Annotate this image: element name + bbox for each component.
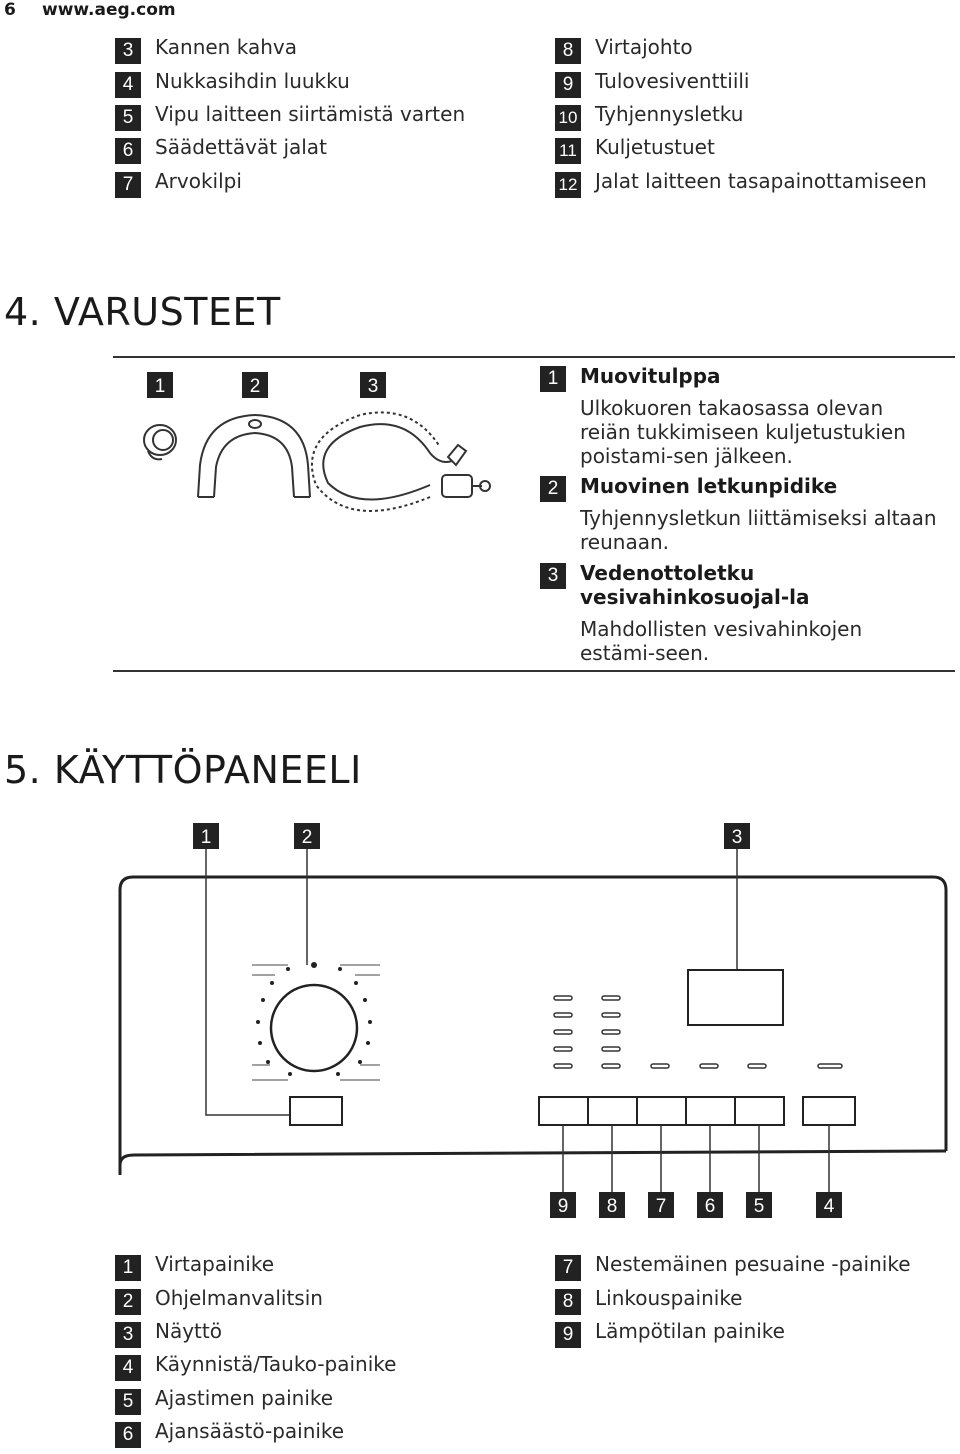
list-item-label: Nukkasihdin luukku [155, 69, 350, 93]
section-title-accessories: 4. VARUSTEET [4, 290, 281, 334]
panel-outline [118, 875, 948, 1175]
number-badge: 6 [115, 138, 141, 164]
number-badge: 3 [540, 563, 566, 589]
callout-label: 4 [824, 1196, 835, 1217]
display-screen [687, 969, 784, 1026]
list-item-label: Lämpötilan painike [595, 1319, 785, 1343]
list-item-label: Ohjelmanvalitsin [155, 1286, 323, 1310]
number-badge: 5 [115, 105, 141, 131]
list-item-label: Käynnistä/Tauko-painike [155, 1352, 397, 1376]
callout-label: 1 [201, 827, 212, 848]
list-item-label: Ajastimen painike [155, 1386, 334, 1410]
hose-holder-icon [197, 413, 311, 498]
program-selector-knob[interactable] [252, 962, 380, 1081]
callout-label: 6 [705, 1196, 716, 1217]
list-item-label: Nestemäinen pesuaine -painike [595, 1252, 911, 1276]
temperature-button[interactable] [538, 1096, 589, 1126]
number-badge: 3 [115, 1322, 141, 1348]
list-item-label: Arvokilpi [155, 169, 242, 193]
callout-label: 9 [558, 1196, 569, 1217]
start-pause-button[interactable] [802, 1096, 856, 1126]
section-divider [113, 670, 955, 672]
indicator-lights [553, 995, 843, 1069]
list-item-label: Tulovesiventtiili [595, 69, 750, 93]
figure-label: 3 [368, 376, 379, 397]
section-divider [113, 356, 955, 358]
list-item-label: Ajansäästö-painike [155, 1419, 345, 1443]
accessory-title: Muovinen letkunpidike [580, 474, 838, 498]
number-badge: 3 [115, 38, 141, 64]
list-item-label: Linkouspainike [595, 1286, 743, 1310]
inlet-hose-icon [311, 411, 491, 512]
figure-label: 2 [250, 376, 261, 397]
number-badge: 9 [555, 1322, 581, 1348]
list-item-label: Näyttö [155, 1319, 222, 1343]
callout-label: 3 [732, 827, 743, 848]
accessory-description: Ulkokuoren takaosassa olevan reiän tukki… [580, 396, 906, 468]
number-badge: 12 [555, 172, 581, 198]
time-save-button[interactable] [685, 1096, 736, 1126]
callout-label: 8 [607, 1196, 618, 1217]
list-item-label: Kannen kahva [155, 35, 297, 59]
accessory-title: Vedenottoletku vesivahinkosuojal-la [580, 561, 810, 609]
number-badge: 11 [555, 138, 581, 164]
number-badge: 7 [115, 172, 141, 198]
number-badge: 1 [115, 1255, 141, 1281]
header-url[interactable]: www.aeg.com [42, 0, 176, 20]
number-badge: 4 [115, 1355, 141, 1381]
list-item-label: Säädettävät jalat [155, 135, 327, 159]
liquid-detergent-button[interactable] [636, 1096, 687, 1126]
number-badge: 2 [115, 1289, 141, 1315]
number-badge: 2 [540, 476, 566, 502]
list-item-label: Kuljetustuet [595, 135, 715, 159]
callout-label: 2 [302, 827, 313, 848]
list-item-label: Virtapainike [155, 1252, 275, 1276]
number-badge: 4 [115, 72, 141, 98]
section-title-control-panel: 5. KÄYTTÖPANEELI [4, 748, 362, 792]
callout-label: 7 [656, 1196, 667, 1217]
accessory-title: Muovitulppa [580, 364, 721, 388]
number-badge: 8 [555, 38, 581, 64]
callout-label: 5 [754, 1196, 765, 1217]
list-item-label: Vipu laitteen siirtämistä varten [155, 102, 466, 126]
spin-button[interactable] [587, 1096, 638, 1126]
number-badge: 6 [115, 1422, 141, 1448]
delay-start-button[interactable] [734, 1096, 785, 1126]
accessory-description: Mahdollisten vesivahinkojen estämi-seen. [580, 617, 863, 665]
page-number: 6 [4, 0, 16, 20]
list-item-label: Tyhjennysletku [595, 102, 744, 126]
number-badge: 10 [555, 105, 581, 131]
number-badge: 1 [540, 366, 566, 392]
accessories-illustration: 1 2 3 [143, 372, 491, 512]
accessory-description: Tyhjennysletkun liittämiseksi altaan reu… [580, 506, 937, 554]
list-item-label: Jalat laitteen tasapainottamiseen [595, 169, 927, 193]
number-badge: 7 [555, 1255, 581, 1281]
number-badge: 5 [115, 1389, 141, 1415]
plastic-plug-icon [143, 424, 177, 461]
power-button[interactable] [289, 1096, 343, 1126]
number-badge: 8 [555, 1289, 581, 1315]
number-badge: 9 [555, 72, 581, 98]
control-panel-diagram: 1 2 3 [118, 823, 948, 1218]
figure-label: 1 [155, 376, 166, 397]
list-item-label: Virtajohto [595, 35, 693, 59]
